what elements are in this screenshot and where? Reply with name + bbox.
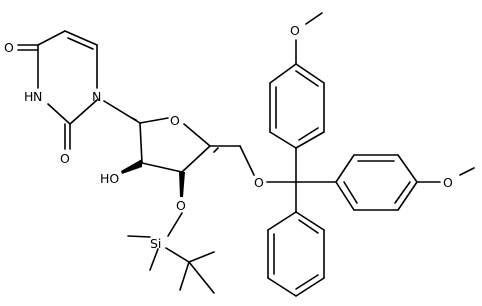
atom-label-o-carbonyl-top: O bbox=[4, 40, 14, 55]
methoxyphenyl-ring-right bbox=[335, 154, 475, 211]
bond bbox=[67, 37, 94, 50]
bond bbox=[298, 219, 319, 234]
bond bbox=[397, 181, 418, 211]
phenyl-ring-bottom bbox=[267, 211, 325, 297]
bond bbox=[188, 251, 215, 263]
atom-label-o-methoxy-top: O bbox=[290, 23, 300, 38]
atom-labels: O N H O N O HO O Si O O O bbox=[4, 23, 453, 251]
bond bbox=[69, 99, 98, 125]
sugar-ring bbox=[139, 117, 211, 173]
bond bbox=[37, 30, 66, 46]
uracil-ring bbox=[17, 30, 98, 150]
atom-label-o-carbonyl-bottom: O bbox=[60, 151, 70, 166]
bond bbox=[183, 123, 211, 147]
bond bbox=[131, 117, 137, 121]
bond bbox=[165, 247, 190, 263]
bond bbox=[64, 30, 98, 46]
bond bbox=[459, 167, 475, 176]
bond bbox=[394, 181, 411, 204]
bond bbox=[188, 261, 215, 294]
bond bbox=[139, 117, 169, 124]
bond bbox=[335, 181, 355, 211]
atom-label-n1: N bbox=[92, 89, 101, 104]
atom-label-o-ring: O bbox=[170, 113, 180, 128]
atom-label-nh-h: H bbox=[24, 89, 33, 104]
bond bbox=[269, 131, 297, 149]
bond bbox=[179, 261, 190, 291]
bond bbox=[335, 154, 355, 183]
bond bbox=[298, 127, 319, 141]
bond bbox=[139, 122, 143, 164]
bond bbox=[267, 277, 297, 297]
bond bbox=[181, 145, 211, 173]
bond bbox=[47, 103, 71, 125]
atom-label-ho: HO bbox=[100, 171, 119, 186]
bond bbox=[295, 211, 325, 231]
bond bbox=[295, 63, 325, 84]
bond bbox=[269, 63, 297, 84]
methoxyphenyl-ring-upper bbox=[269, 12, 325, 149]
bond bbox=[149, 248, 159, 271]
atom-label-o-methoxy-right: O bbox=[443, 175, 453, 190]
bond bbox=[267, 211, 297, 231]
bond bbox=[295, 277, 325, 297]
bond bbox=[239, 145, 255, 176]
bond bbox=[295, 131, 325, 149]
atom-label-o-ether: O bbox=[254, 175, 264, 190]
tbs-group bbox=[127, 212, 215, 294]
bond bbox=[295, 274, 319, 290]
bond bbox=[167, 212, 183, 237]
bond bbox=[213, 147, 219, 153]
bond bbox=[343, 181, 358, 204]
atom-label-o-tbs: O bbox=[176, 198, 186, 213]
wedge-bond bbox=[179, 172, 185, 197]
wedge-bond bbox=[121, 159, 142, 174]
bond bbox=[305, 12, 323, 25]
atom-label-si: Si bbox=[150, 236, 161, 251]
bond bbox=[141, 162, 183, 173]
atom-label-nh: N bbox=[33, 89, 42, 104]
bond bbox=[295, 70, 319, 87]
bond bbox=[127, 235, 151, 238]
bond bbox=[397, 154, 418, 183]
